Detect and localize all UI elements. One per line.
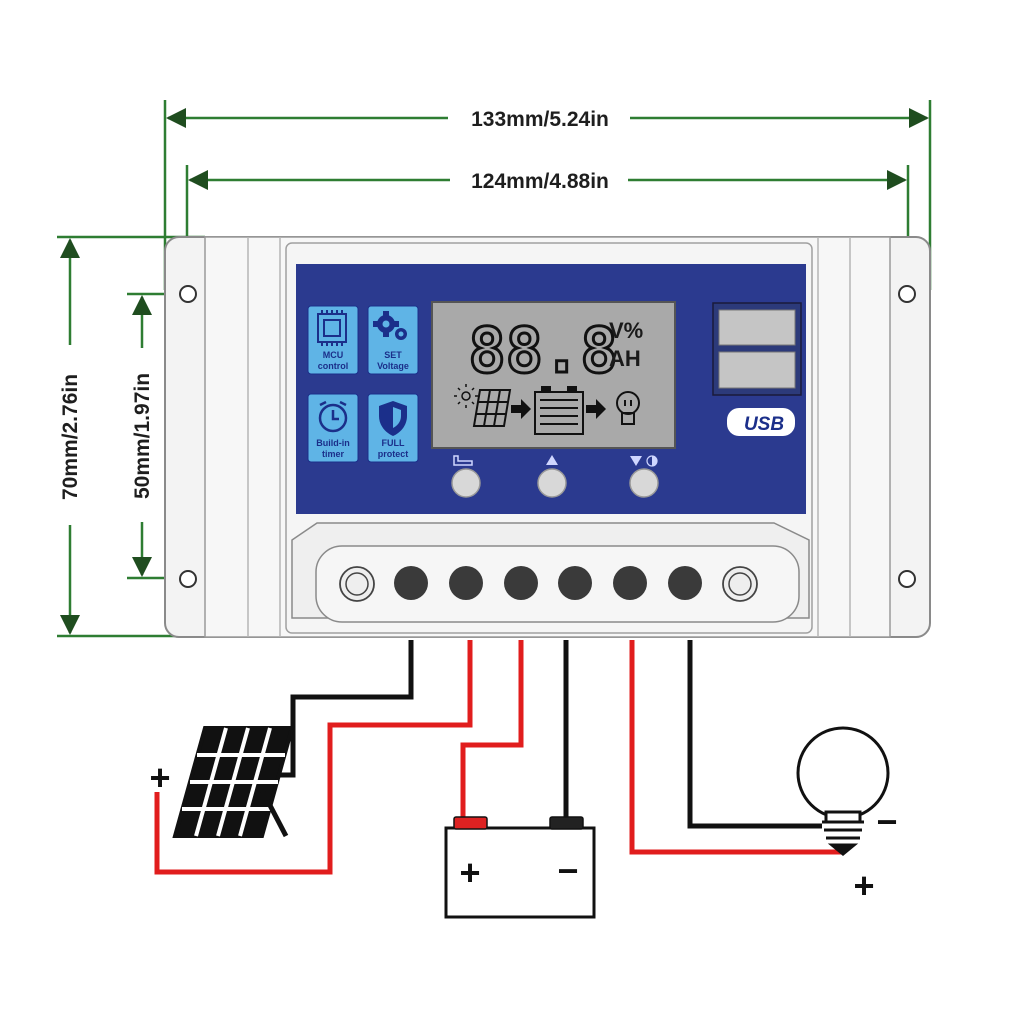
set-label-line1: SET [384,350,402,360]
battery-negative-sign: − [557,850,578,891]
mcu-label-line1: MCU [323,350,344,360]
wire-load-positive [629,640,842,855]
solar-positive-sign: + [149,757,170,798]
lcd-display: 88.8 V% AH [431,301,676,449]
hole-width-label: 124mm/4.88in [471,170,609,193]
overall-height-label: 70mm/2.76in [59,374,82,500]
protect-label-line1: FULL [382,438,405,448]
dimension-hole-width [185,165,910,290]
mounting-hole-bottom-right [898,570,916,588]
light-bulb-icon [796,726,890,856]
button-down-set[interactable] [629,468,659,498]
usb-ports [712,302,802,396]
lcd-solar-panel-icon [472,389,512,427]
button-load[interactable] [451,468,481,498]
function-icon-timer: Build-in timer [307,393,359,463]
lcd-unit-bottom: AH [609,346,641,371]
mounting-hole-top-right [898,285,916,303]
gear-icon [373,311,407,340]
usb-logo: USB [727,408,795,436]
mcu-label-line2: control [318,361,349,371]
terminal-screw-left [339,566,375,602]
load-negative-sign: − [876,801,897,842]
lcd-bulb-icon [616,391,640,425]
load-button-icon [453,455,473,466]
battery-positive-terminal [453,816,488,830]
clock-icon [318,400,348,433]
terminal-load-positive [613,566,647,600]
mounting-holes [179,285,916,588]
wire-solar-negative [275,640,414,778]
wires [154,640,842,875]
usb-port-1 [718,309,796,346]
button-up[interactable] [537,468,567,498]
battery-positive-sign: + [459,852,480,893]
function-icon-mcu: MCU control [307,305,359,375]
wire-load-negative [687,640,822,829]
timer-label-line2: timer [322,449,345,459]
usb-label: USB [744,414,784,435]
down-set-icon [630,455,658,467]
terminal-battery-positive [504,566,538,600]
overall-width-label: 133mm/5.24in [471,108,609,131]
battery-negative-terminal [549,816,584,830]
lcd-battery-icon [534,386,584,435]
lcd-digits: 88.8 [468,314,617,387]
shield-icon [379,401,407,436]
wire-solar-positive [154,640,473,875]
set-label-line2: Voltage [377,361,409,371]
lcd-arrow-icon-2 [586,399,606,419]
load-positive-sign: + [853,865,874,906]
function-icon-protect: FULL protect [367,393,419,463]
terminal-battery-negative [558,566,592,600]
mounting-hole-top-left [179,285,197,303]
chip-icon [317,310,347,346]
lcd-sun-icon [454,384,478,408]
terminal-solar-positive [449,566,483,600]
up-triangle-icon [546,455,558,465]
terminal-load-negative [668,566,702,600]
battery-icon [444,816,596,919]
terminal-screw-right [722,566,758,602]
lcd-arrow-icon-1 [511,399,531,419]
terminal-solar-negative [394,566,428,600]
wire-battery-positive [460,640,524,820]
mounting-hole-bottom-left [179,570,197,588]
function-icon-set-voltage: SET Voltage [367,305,419,375]
terminal-block [291,522,810,623]
hole-height-label: 50mm/1.97in [131,373,154,499]
control-buttons [451,455,659,498]
usb-port-2 [718,351,796,389]
lcd-unit-top: V% [609,318,643,343]
timer-label-line1: Build-in [316,438,350,448]
protect-label-line2: protect [378,449,409,459]
solar-panel-icon [172,726,295,838]
